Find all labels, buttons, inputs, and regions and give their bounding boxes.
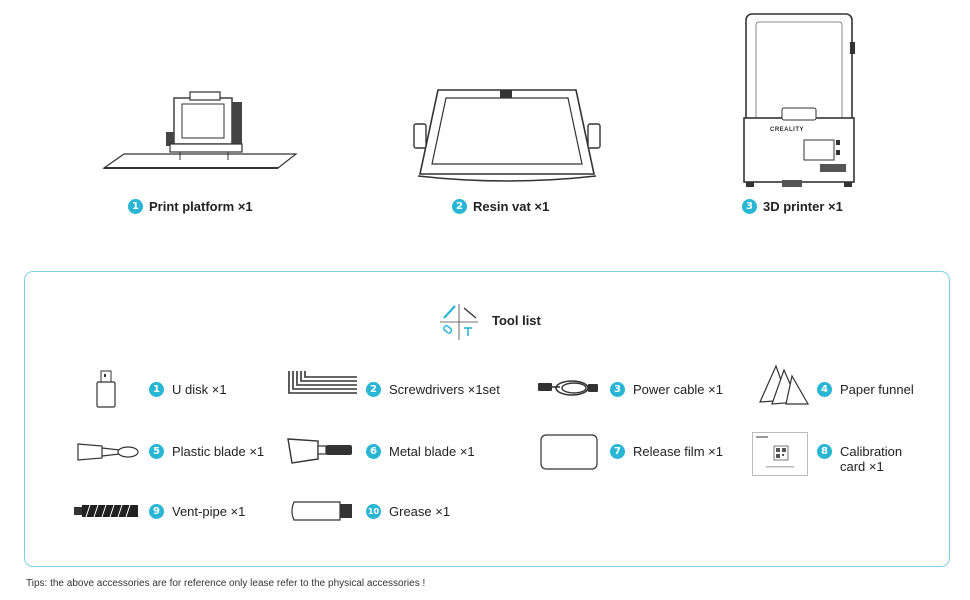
screwdrivers-icon <box>287 369 359 395</box>
vent-pipe-icon <box>72 503 142 519</box>
3d-printer-illustration: CREALITY <box>742 12 858 188</box>
item-label: Calibration card ×1 <box>840 444 902 474</box>
item-label: Metal blade ×1 <box>389 444 475 459</box>
number-badge: 2 <box>452 199 467 214</box>
number-badge: 1 <box>128 199 143 214</box>
tool-item-vent-pipe: 9 Vent-pipe ×1 <box>149 504 245 519</box>
tool-list-box <box>24 271 950 567</box>
tool-item-metal-blade: 6 Metal blade ×1 <box>366 444 475 459</box>
tool-item-power-cable: 3 Power cable ×1 <box>610 382 723 397</box>
grease-icon <box>290 500 354 522</box>
tips-text: Tips: the above accessories are for refe… <box>26 578 426 589</box>
item-label: Plastic blade ×1 <box>172 444 265 459</box>
number-badge: 8 <box>817 444 832 459</box>
number-badge: 7 <box>610 444 625 459</box>
item-label: Resin vat ×1 <box>473 199 550 214</box>
tool-item-paper-funnel: 4 Paper funnel <box>817 382 914 397</box>
plastic-blade-icon <box>76 440 140 464</box>
print-platform-illustration <box>100 88 300 178</box>
metal-blade-icon <box>286 437 356 465</box>
item-label: Power cable ×1 <box>633 382 723 397</box>
release-film-icon <box>540 434 598 470</box>
usb-disk-icon <box>96 370 116 408</box>
tool-item-screwdrivers: 2 Screwdrivers ×1set <box>366 382 500 397</box>
tool-item-u-disk: 1 U disk ×1 <box>149 382 227 397</box>
item-label: U disk ×1 <box>172 382 227 397</box>
tool-list-icon <box>438 302 480 342</box>
item-label: Print platform ×1 <box>149 199 253 214</box>
item-label-line1: Calibration <box>840 444 903 459</box>
printer-brand-text: CREALITY <box>770 127 804 133</box>
paper-funnel-icon <box>758 362 810 408</box>
3d-printer-caption: 3 3D printer ×1 <box>742 199 843 214</box>
tool-item-calibration-card: 8 Calibration card ×1 <box>817 444 902 474</box>
number-badge: 10 <box>366 504 381 519</box>
item-label: Vent-pipe ×1 <box>172 504 246 519</box>
resin-vat-illustration <box>412 84 602 184</box>
item-label: Screwdrivers ×1set <box>389 382 500 397</box>
number-badge: 4 <box>817 382 832 397</box>
item-label-line2: card ×1 <box>840 459 884 474</box>
item-label: Release film ×1 <box>633 444 723 459</box>
print-platform-caption: 1 Print platform ×1 <box>128 199 253 214</box>
tool-item-grease: 10 Grease ×1 <box>366 504 450 519</box>
number-badge: 3 <box>610 382 625 397</box>
tool-list-title: Tool list <box>492 313 541 328</box>
calibration-card-icon <box>752 432 808 476</box>
number-badge: 5 <box>149 444 164 459</box>
tool-item-release-film: 7 Release film ×1 <box>610 444 723 459</box>
number-badge: 2 <box>366 382 381 397</box>
number-badge: 1 <box>149 382 164 397</box>
item-label: Grease ×1 <box>389 504 451 519</box>
tool-item-plastic-blade: 5 Plastic blade ×1 <box>149 444 264 459</box>
number-badge: 3 <box>742 199 757 214</box>
number-badge: 9 <box>149 504 164 519</box>
number-badge: 6 <box>366 444 381 459</box>
item-label: 3D printer ×1 <box>763 199 843 214</box>
power-cable-icon <box>538 378 600 398</box>
resin-vat-caption: 2 Resin vat ×1 <box>452 199 549 214</box>
item-label: Paper funnel <box>840 382 914 397</box>
